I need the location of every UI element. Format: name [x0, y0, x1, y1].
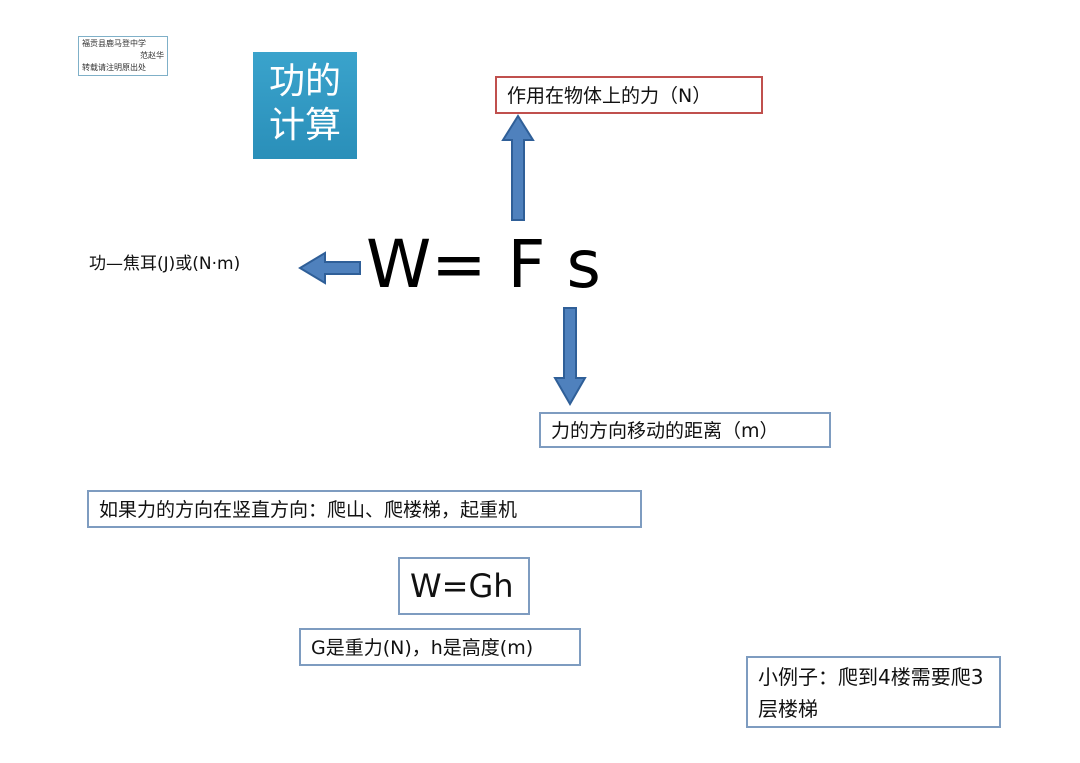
- example-box: 小例子：爬到4楼需要爬3层楼梯: [746, 656, 1001, 728]
- gravity-definition-box: G是重力(N)，h是高度(m): [299, 628, 581, 666]
- stamp-notice: 转载请注明原出处: [82, 63, 146, 72]
- force-label-box: 作用在物体上的力（N）: [495, 76, 763, 114]
- title-block: 功的 计算: [253, 52, 357, 159]
- up-arrow-icon: [501, 114, 535, 221]
- down-arrow-icon: [553, 307, 587, 407]
- source-stamp: 福贡县鹿马登中学 范赵华 转载请注明原出处: [78, 36, 168, 76]
- stamp-school: 福贡县鹿马登中学: [82, 39, 146, 48]
- vertical-case-box: 如果力的方向在竖直方向：爬山、爬楼梯，起重机: [87, 490, 642, 528]
- work-unit-label: 功—焦耳(J)或(N·m): [89, 254, 241, 274]
- title-line-1: 功的: [268, 61, 341, 102]
- title-line-2: 计算: [268, 105, 341, 146]
- distance-label-box: 力的方向移动的距离（m）: [539, 412, 831, 448]
- gravity-work-formula-box: W=Gh: [398, 557, 530, 615]
- work-formula: W= F s: [366, 226, 601, 303]
- left-arrow-icon: [298, 251, 361, 285]
- stamp-author: 范赵华: [140, 51, 164, 60]
